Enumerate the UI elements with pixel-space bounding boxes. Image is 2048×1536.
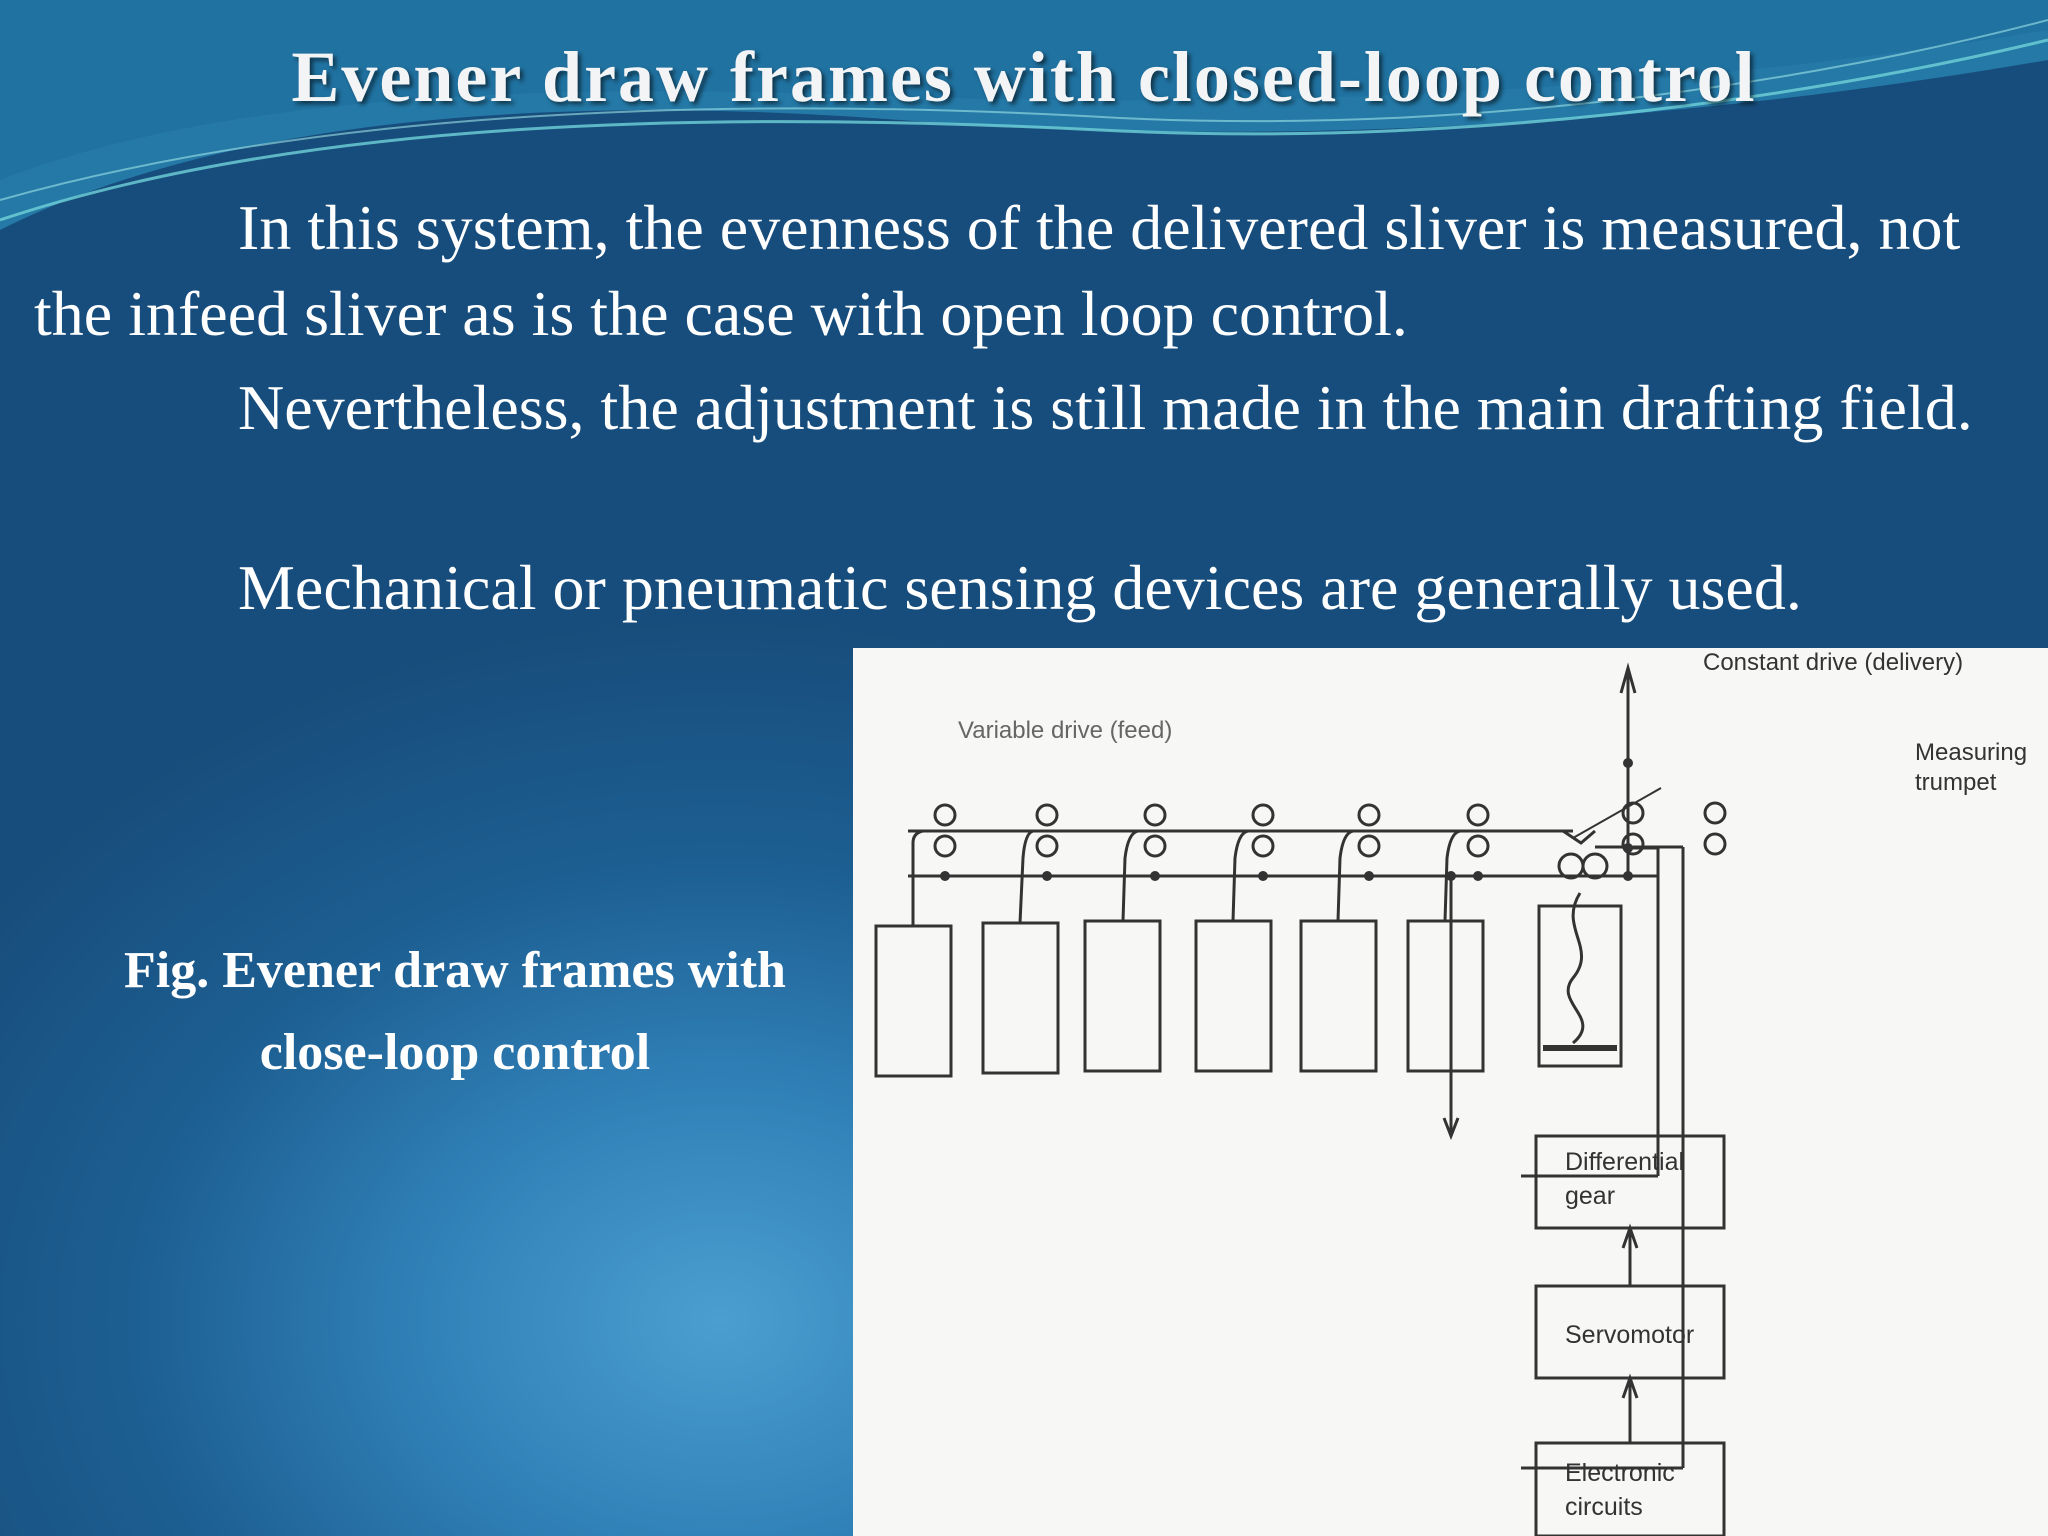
paragraph-2: Nevertheless, the adjustment is still ma… xyxy=(238,372,1973,443)
servomotor-label: Servomotor xyxy=(1565,1321,1695,1349)
header-wave-decoration xyxy=(0,0,2048,230)
measuring-trumpet-label: Measuring trumpet xyxy=(1915,739,2028,796)
paragraph-1: In this system, the evenness of the deli… xyxy=(34,192,1961,349)
differential-gear-label-line-2: gear xyxy=(1565,1182,1616,1210)
electronic-circuits-label: Electronic circuits xyxy=(1565,1456,1675,1524)
paragraph-3: Mechanical or pneumatic sensing devices … xyxy=(238,552,1802,623)
figure-caption: Fig. Evener draw frames with close-loop … xyxy=(60,930,850,1094)
electronic-circuits-label-line-2: circuits xyxy=(1565,1493,1643,1521)
electronic-circuits-label-line-1: Electronic xyxy=(1565,1459,1675,1487)
differential-gear-label-line-1: Differential xyxy=(1565,1148,1685,1176)
constant-drive-label: Constant drive (delivery) xyxy=(1703,649,1964,676)
evener-diagram: Constant drive (delivery) Variable drive… xyxy=(853,648,2048,1536)
caption-line-2: close-loop control xyxy=(259,1024,651,1081)
slide-title: Evener draw frames with closed-loop cont… xyxy=(291,37,1757,117)
caption-line-1: Fig. Evener draw frames with xyxy=(124,942,786,999)
variable-drive-label: Variable drive (feed) xyxy=(958,717,1173,744)
diagram-drawing xyxy=(874,662,1727,1536)
differential-gear-label: Differential gear xyxy=(1565,1145,1684,1213)
